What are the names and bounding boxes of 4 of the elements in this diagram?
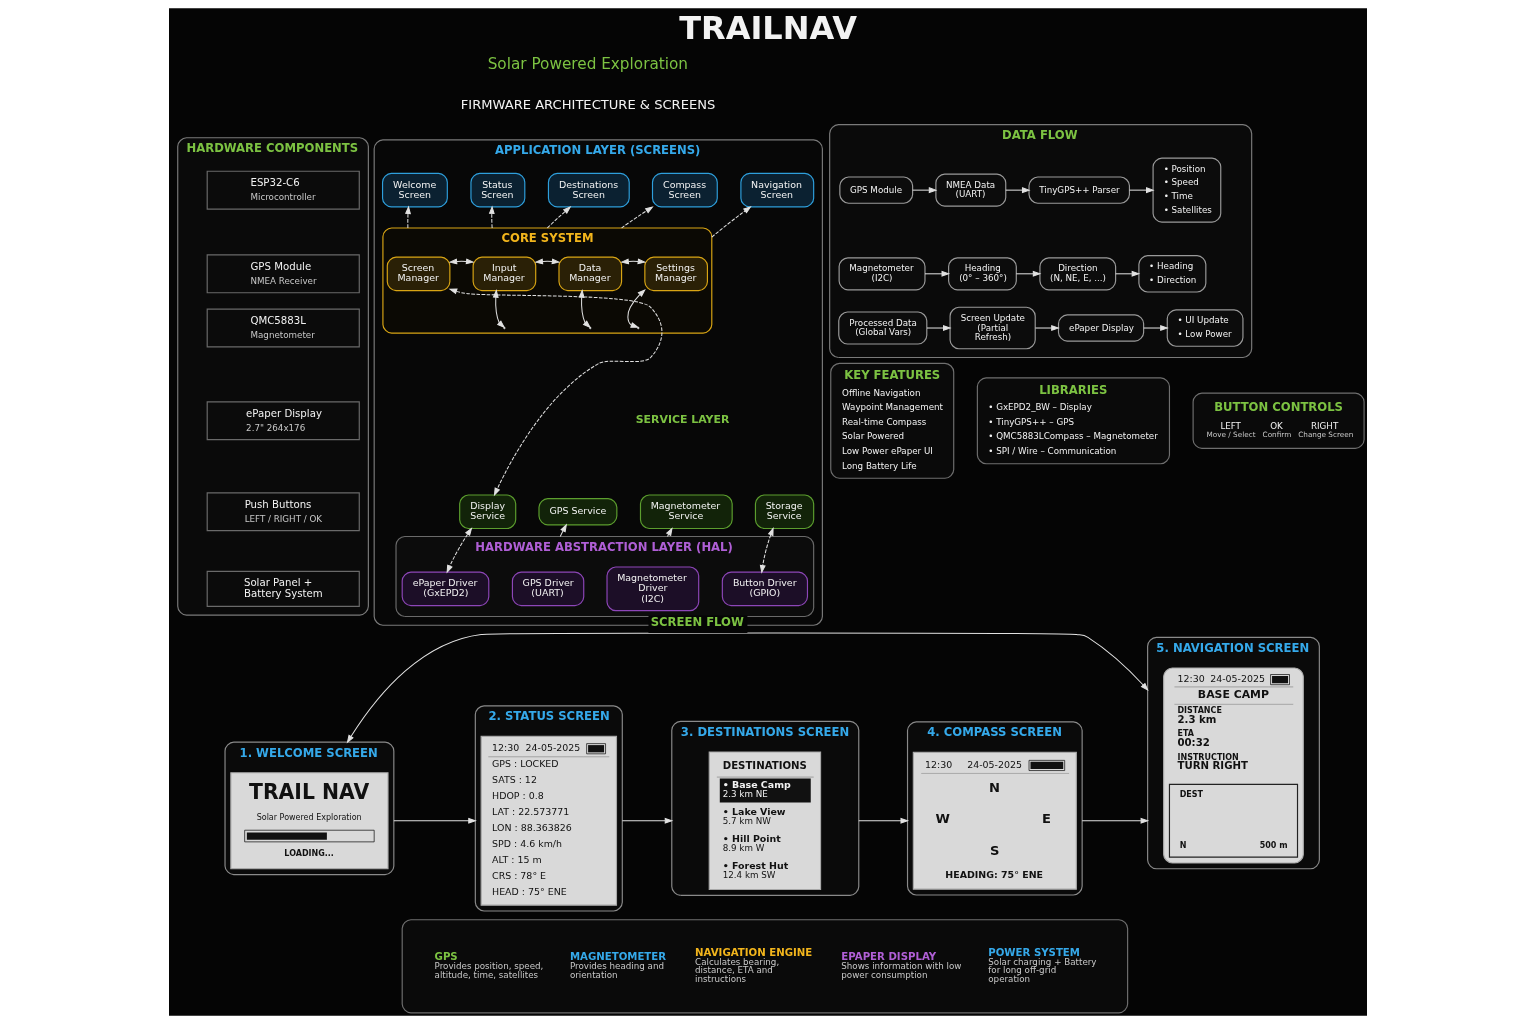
label: FIRMWARE ARCHITECTURE & SCREENS — [460, 96, 716, 112]
label: SERVICE LAYER — [635, 412, 730, 426]
diagram-title: TRAILNAV — [679, 8, 857, 47]
label: Solar Powered Exploration — [487, 54, 689, 73]
